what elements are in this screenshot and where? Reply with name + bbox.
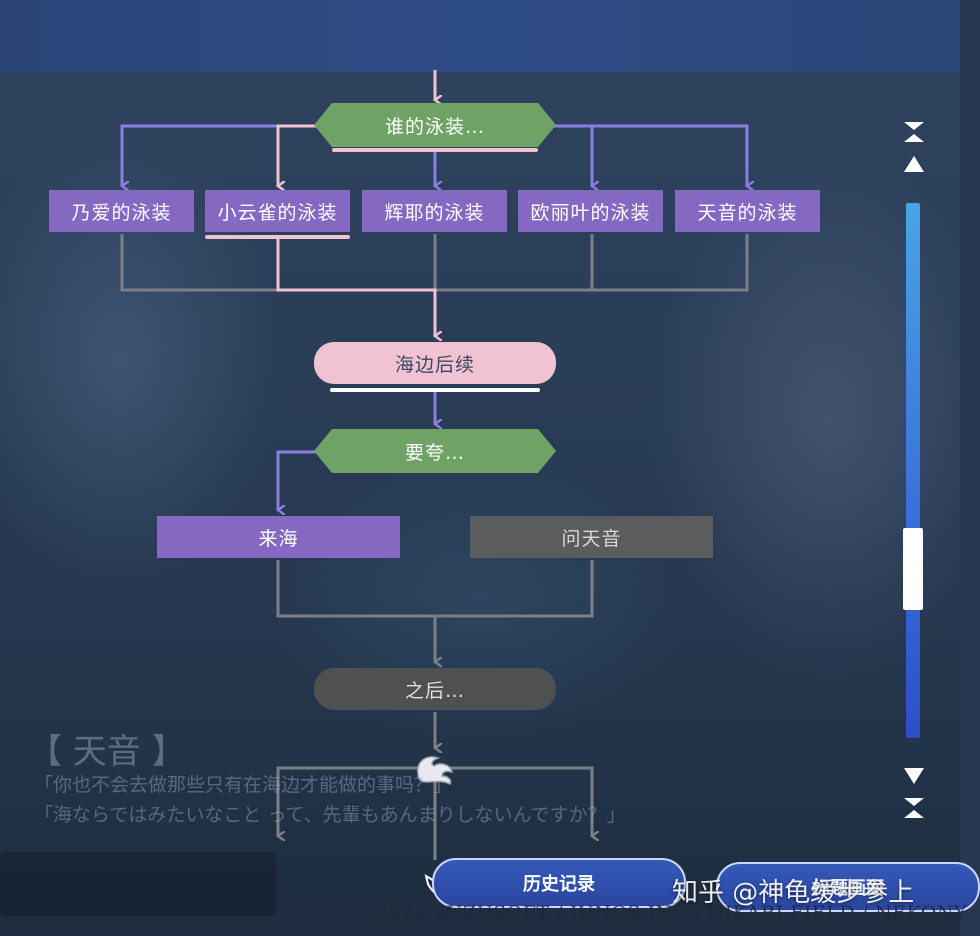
wing-cursor-icon — [417, 756, 454, 786]
option-kurumi[interactable]: 来海 — [157, 516, 400, 558]
scroll-track[interactable] — [906, 203, 920, 738]
scroll-top-icon[interactable] — [900, 118, 928, 146]
option-orie-swimsuit[interactable]: 欧丽叶的泳装 — [518, 190, 663, 232]
scene-node-seaside[interactable]: 海边后续 — [314, 342, 556, 384]
selected-underline — [205, 235, 350, 239]
copyright-text: ©2024 YUZUSOFT / JUNOS INC / HIKARI FIEL… — [357, 902, 968, 924]
scroll-thumb[interactable] — [903, 528, 923, 610]
option-noa-swimsuit[interactable]: 乃爱的泳装 — [49, 190, 194, 232]
option-kaguya-swimsuit[interactable]: 辉耶的泳装 — [362, 190, 507, 232]
scroll-bottom-icon[interactable] — [900, 794, 928, 822]
flowchart-connectors — [0, 70, 960, 860]
scene-node-after[interactable]: 之后… — [314, 668, 556, 710]
dialog-line-ja: 「海ならではみたいなこと って、先輩もあんまりしないんですか？」 — [34, 804, 626, 826]
choice-node-swimsuit[interactable]: 谁的泳装… — [314, 103, 556, 147]
option-amane-swimsuit[interactable]: 天音的泳装 — [675, 190, 820, 232]
option-ask-amane[interactable]: 问天音 — [470, 516, 713, 558]
title-screen-button[interactable]: 标题画面 — [716, 862, 980, 912]
dialog-line-zh: 「你也不会去做那些只有在海边才能做的事吗？」 — [34, 774, 453, 796]
scroll-up-icon[interactable] — [900, 150, 928, 178]
current-scene-underline — [330, 388, 540, 392]
selected-underline — [332, 148, 538, 152]
speaker-name: 【 天音 】 — [28, 732, 186, 772]
choice-node-praise[interactable]: 要夸… — [314, 429, 556, 473]
top-bar — [0, 0, 960, 72]
option-hibari-swimsuit[interactable]: 小云雀的泳装 — [205, 190, 350, 232]
watermark-text: 知乎 @神龟缓步参上 — [672, 878, 915, 908]
scroll-down-icon[interactable] — [900, 762, 928, 790]
textbox-panel — [0, 852, 276, 916]
history-button[interactable]: 历史记录 — [432, 858, 686, 908]
